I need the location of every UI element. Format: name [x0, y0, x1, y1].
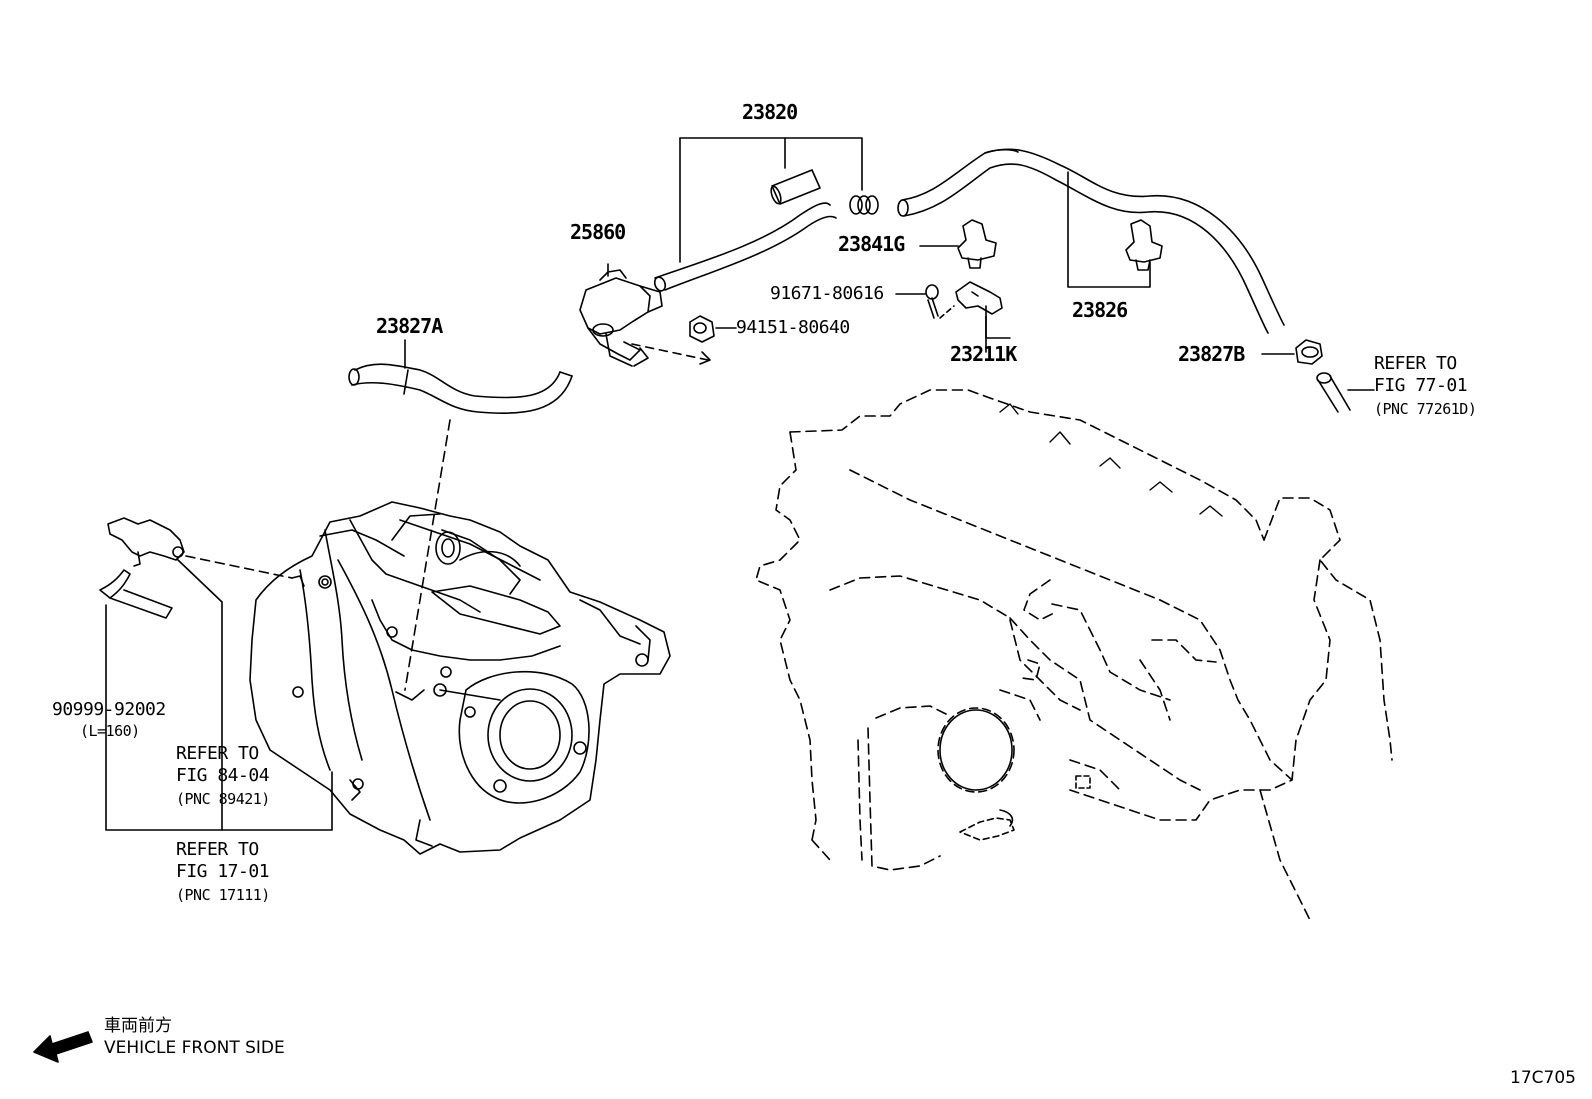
refer-84-04-line2[interactable]: FIG 84-04: [176, 765, 270, 786]
front-side-label-en: VEHICLE FRONT SIDE: [104, 1038, 285, 1058]
hose-23826: [897, 148, 1285, 334]
leader-90999: [105, 559, 333, 831]
front-side-label-jp: 車両前方: [104, 1016, 172, 1036]
sensor-90999: [99, 517, 293, 619]
refer-84-04-pnc: (PNC 89421): [176, 790, 270, 808]
valve-25860: [579, 263, 663, 367]
diagram-id: 17C705: [1510, 1068, 1576, 1088]
clip-23841g: [919, 219, 997, 269]
part-label-94151-80640[interactable]: 94151-80640: [736, 317, 850, 338]
engine-phantom: [755, 389, 1393, 921]
bolt-91671: [895, 284, 955, 319]
part-label-23827a[interactable]: 23827A: [376, 314, 443, 338]
leader-23826: [1067, 171, 1151, 288]
engine-throttle-solid: [937, 707, 1091, 841]
refer-17-01-line1: REFER TO: [176, 839, 259, 860]
part-label-23827b[interactable]: 23827B: [1178, 342, 1245, 366]
part-length-90999: (L=160): [80, 722, 140, 740]
refer-77-01-line2[interactable]: FIG 77-01: [1374, 375, 1468, 396]
refer-77-01-line1: REFER TO: [1374, 353, 1457, 374]
front-arrow-icon: [33, 1031, 93, 1063]
part-label-91671-80616[interactable]: 91671-80616: [770, 283, 884, 304]
clip-23826: [1125, 219, 1163, 271]
refer-17-01-line2[interactable]: FIG 17-01: [176, 861, 270, 882]
engine-cam-marks: [999, 403, 1223, 517]
leader-23820: [679, 137, 863, 263]
part-label-23826[interactable]: 23826: [1072, 298, 1128, 322]
intake-manifold: [249, 501, 671, 855]
part-label-23211k[interactable]: 23211K: [950, 342, 1017, 366]
bracket-23211k: [955, 281, 1011, 353]
clip-94151: [631, 315, 737, 365]
clamp-23820: [849, 195, 879, 215]
hose-ref-77-01: [1316, 372, 1375, 413]
refer-84-04-line1: REFER TO: [176, 743, 259, 764]
refer-77-01-pnc: (PNC 77261D): [1374, 400, 1477, 418]
part-label-90999-92002[interactable]: 90999-92002: [52, 699, 166, 720]
part-label-23841g[interactable]: 23841G: [838, 232, 905, 256]
part-label-25860[interactable]: 25860: [570, 220, 626, 244]
refer-17-01-pnc: (PNC 17111): [176, 886, 270, 904]
clamp-23827b: [1261, 339, 1323, 365]
hose-23827a: [348, 339, 573, 415]
hose-23820: [653, 169, 837, 292]
part-label-23820[interactable]: 23820: [742, 100, 798, 124]
dash-23827a-manifold: [404, 419, 451, 691]
